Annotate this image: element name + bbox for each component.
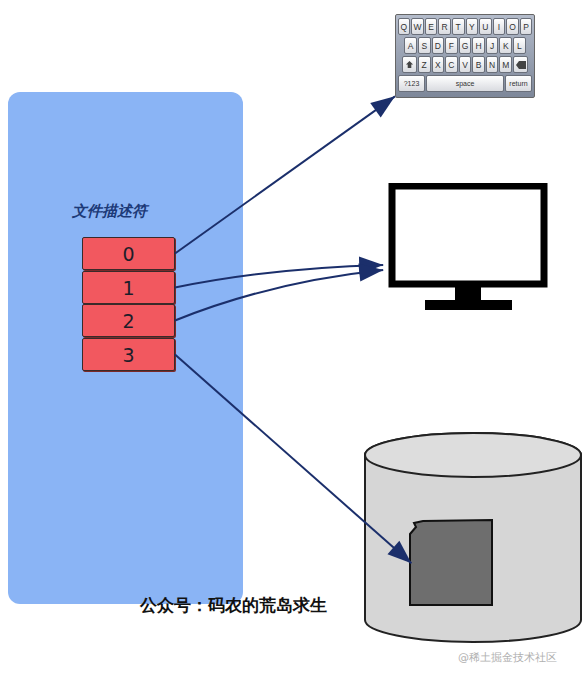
disk-top	[365, 433, 581, 477]
key-label: P	[520, 18, 533, 35]
key-label: J	[486, 37, 499, 54]
key-label: X	[432, 56, 445, 73]
fd-number: 3	[122, 344, 134, 366]
key-label: ?123	[398, 75, 425, 92]
key-label: H	[472, 37, 485, 54]
key-label: space	[426, 75, 504, 92]
shift-arrow	[406, 61, 413, 68]
key-label: D	[432, 37, 445, 54]
fd-number: 2	[122, 310, 134, 332]
backspace-icon	[516, 61, 526, 69]
caption-note: 公众号：码农的荒岛求生	[140, 594, 327, 617]
key-label: V	[459, 56, 472, 73]
key-label: return	[505, 75, 532, 92]
watermark: @稀土掘金技术社区	[458, 650, 557, 665]
key-label: S	[418, 37, 431, 54]
key-label: O	[506, 18, 519, 35]
fd-number: 1	[122, 277, 134, 299]
key-label: K	[499, 37, 512, 54]
arrow-head	[359, 257, 383, 275]
key-label: E	[425, 18, 438, 35]
fd-entry: 1	[82, 271, 175, 304]
keyboard-device: QWERTYUIOP ASDFGHJKL ZXCVBNM ?123spaceretur…	[395, 14, 535, 98]
disk-device	[363, 430, 583, 645]
key-row: ASDFGHJKL	[398, 37, 532, 54]
arrow-head	[387, 541, 411, 564]
monitor-icon	[388, 183, 548, 311]
connector-arrow	[175, 264, 383, 321]
connector-line	[175, 96, 395, 253]
connector-line	[175, 355, 411, 564]
key-row: QWERTYUIOP	[398, 18, 532, 35]
panel-title: 文件描述符	[72, 202, 147, 221]
key-label: C	[445, 56, 458, 73]
fd-entry: 0	[82, 237, 175, 270]
connector-arrow	[175, 96, 395, 253]
monitor-base	[425, 300, 512, 310]
key-label: Q	[398, 18, 411, 35]
connector-arrow	[175, 257, 383, 288]
shift-key	[402, 56, 417, 73]
key-label: A	[404, 37, 417, 54]
disk-body	[365, 433, 581, 642]
shift-icon	[405, 60, 414, 69]
key-row: ZXCVBNM	[398, 56, 532, 73]
key-label: T	[452, 18, 465, 35]
fd-entry: 2	[82, 304, 175, 337]
key-label: G	[459, 37, 472, 54]
backspace-shape	[516, 61, 526, 69]
disk-icon	[363, 430, 583, 645]
connector-line	[175, 265, 383, 288]
monitor-screen	[392, 186, 544, 284]
connector-line	[175, 270, 383, 320]
monitor-stand	[455, 287, 481, 301]
key-label: W	[411, 18, 424, 35]
monitor-device	[388, 183, 548, 311]
key-label: L	[513, 37, 526, 54]
fd-number: 0	[122, 243, 134, 265]
key-label: B	[472, 56, 485, 73]
key-label: U	[479, 18, 492, 35]
key-row: ?123spacereturn	[398, 75, 532, 92]
key-label: R	[438, 18, 451, 35]
arrow-head	[358, 264, 383, 282]
connector-arrow	[175, 355, 411, 564]
process-table: 文件描述符 0 1 2 3	[8, 92, 243, 604]
key-label: F	[445, 37, 458, 54]
fd-entry: 3	[82, 338, 175, 371]
key-label: Y	[466, 18, 479, 35]
key-label: N	[486, 56, 499, 73]
key-label: I	[493, 18, 506, 35]
key-label: Z	[418, 56, 431, 73]
file-block	[410, 520, 492, 605]
key-label: M	[499, 56, 512, 73]
arrow-head	[370, 96, 395, 117]
backspace-key	[513, 56, 528, 73]
